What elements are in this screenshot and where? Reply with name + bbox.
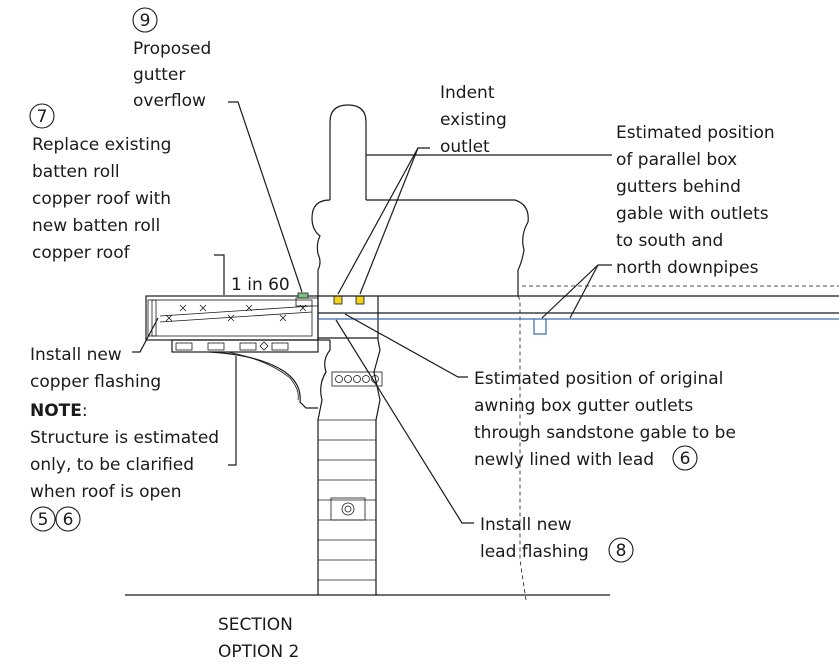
lead-line-2: lead flashing <box>480 542 589 562</box>
callout-circle-7 <box>29 103 55 129</box>
svg-text:5: 5 <box>38 510 49 530</box>
callout-circle-6 <box>672 445 698 471</box>
replace-line-4: new batten roll <box>32 216 160 236</box>
outlet-marker-1 <box>333 295 343 305</box>
replace-line-5: copper roof <box>32 243 131 263</box>
svg-text:9: 9 <box>140 11 151 31</box>
original-line-4: newly lined with lead <box>474 450 654 470</box>
gutter-overflow-marker <box>297 292 309 299</box>
original-line-3: through sandstone gable to be <box>474 423 736 443</box>
lead-line-1: Install new <box>480 515 572 535</box>
leader-lines <box>132 101 612 524</box>
title-line-1: SECTION <box>218 615 293 635</box>
annotation-parallel-gutters: Estimated position of parallel box gutte… <box>616 123 775 278</box>
proposed-line-3: overflow <box>133 91 206 111</box>
parallel-line-3: gutters behind <box>616 177 741 197</box>
bracket-soffit <box>171 339 319 409</box>
svg-text:6: 6 <box>63 510 74 530</box>
annotation-lead-flashing: Install new lead flashing 8 <box>480 515 634 563</box>
parallel-line-1: Estimated position <box>616 123 775 143</box>
annotation-copper-flashing: Install new copper flashing <box>30 345 161 392</box>
section-title: SECTION OPTION 2 <box>218 615 299 662</box>
slope-label: 1 in 60 <box>231 275 290 295</box>
replace-line-3: copper roof with <box>32 189 171 209</box>
parallel-line-6: north downpipes <box>616 258 759 278</box>
note-line-3: when roof is open <box>30 482 182 502</box>
note-line-2: only, to be clarified <box>30 455 194 475</box>
copper-line-2: copper flashing <box>30 372 161 392</box>
callout-circle-8 <box>608 537 634 563</box>
callout-circle-9 <box>132 7 158 33</box>
svg-text:6: 6 <box>680 449 691 469</box>
note-heading: NOTE: <box>30 401 88 421</box>
callout-circle-5 <box>30 506 56 532</box>
parallel-line-4: gable with outlets <box>616 204 769 224</box>
annotation-indent-outlet: Indent existing outlet <box>440 83 507 157</box>
flashing-lines <box>318 285 839 339</box>
annotation-proposed-overflow: 9 Proposed gutter overflow <box>132 7 211 111</box>
svg-text:7: 7 <box>37 107 48 127</box>
outlet-marker-2 <box>355 295 365 305</box>
original-line-2: awning box gutter outlets <box>474 396 693 416</box>
proposed-line-1: Proposed <box>133 39 211 59</box>
proposed-line-2: gutter <box>133 65 185 85</box>
title-line-2: OPTION 2 <box>218 642 299 662</box>
annotation-note: NOTE: Structure is estimated only, to be… <box>30 401 219 532</box>
indent-line-2: existing <box>440 110 507 130</box>
copper-line-1: Install new <box>30 345 122 365</box>
indent-line-1: Indent <box>440 83 495 103</box>
replace-line-2: batten roll <box>32 162 120 182</box>
parallel-line-2: of parallel box <box>616 150 737 170</box>
parallel-line-5: to south and <box>616 231 723 251</box>
callout-circle-6b <box>55 506 81 532</box>
svg-text:8: 8 <box>616 541 627 561</box>
original-line-1: Estimated position of original <box>474 369 723 389</box>
replace-line-1: Replace existing <box>32 135 171 155</box>
note-line-1: Structure is estimated <box>30 428 219 448</box>
awning-roof <box>145 292 365 341</box>
indent-line-3: outlet <box>440 137 490 157</box>
annotation-original-outlets: Estimated position of original awning bo… <box>474 369 736 471</box>
annotation-replace-roof: 7 Replace existing batten roll copper ro… <box>29 103 171 263</box>
